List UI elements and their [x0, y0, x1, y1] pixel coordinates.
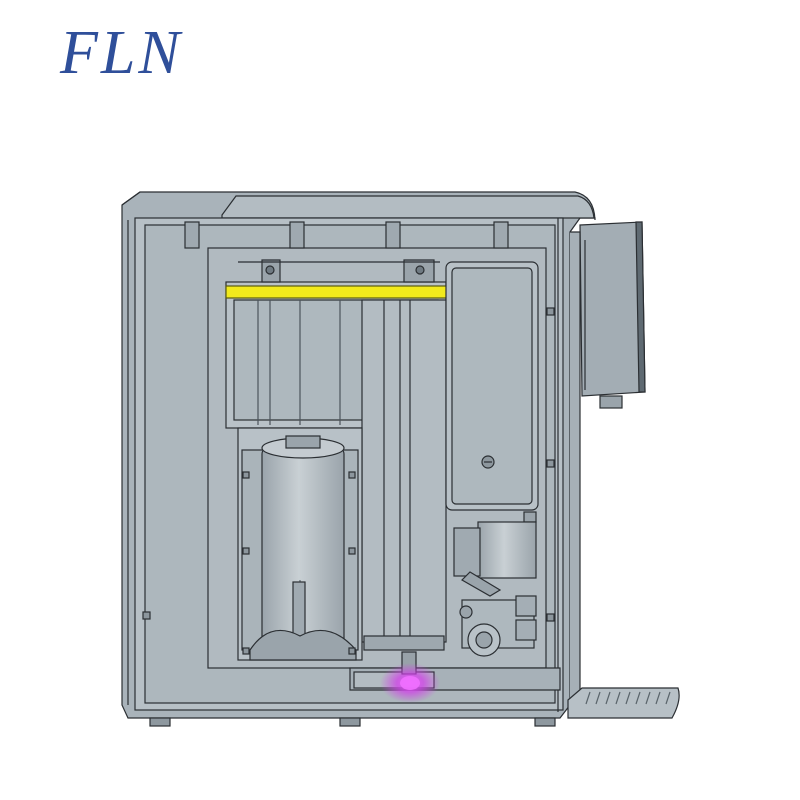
brand-logo: FLN — [60, 19, 183, 87]
drip-tray — [567, 687, 680, 719]
pump-motor — [477, 521, 537, 579]
vertical-filter-column — [361, 299, 447, 643]
top-lid — [221, 195, 595, 219]
control-panel — [579, 221, 646, 397]
highlighted-filter-bracket — [225, 285, 449, 299]
